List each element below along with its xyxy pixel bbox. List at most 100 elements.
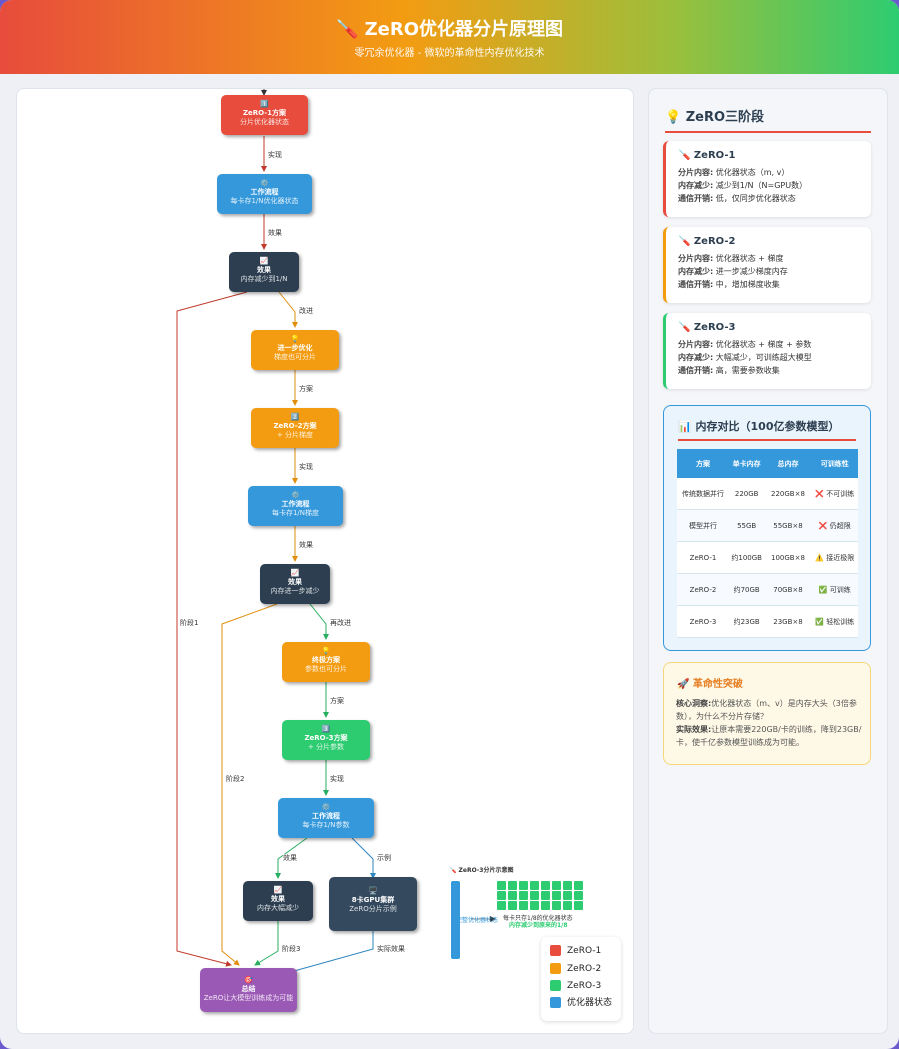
gpu-shard-cell: [497, 881, 506, 890]
illustration-title: 🪛 ZeRO-3分片示意图: [449, 867, 514, 874]
gpu-shard-cell: [574, 901, 583, 910]
table-cell: ZeRO-1: [677, 541, 729, 574]
node-eff3[interactable]: 📈 效果 内存大幅减少: [243, 881, 313, 921]
gpu-shard-cell: [519, 891, 528, 900]
node-gpu-sub: ZeRO分片示例: [349, 905, 397, 913]
table-cell: 传统数据并行: [677, 478, 729, 510]
node-work3[interactable]: ⚙️ 工作流程 每卡存1/N参数: [278, 798, 374, 838]
table-cell: 70GB×8: [764, 573, 812, 606]
computer-icon: 🖥️: [368, 887, 378, 895]
node-opt2-sub: 梯度也可分片: [274, 353, 316, 361]
gpu-shard-cell: [519, 881, 528, 890]
node-eff3-sub: 内存大幅减少: [257, 904, 299, 912]
table-header-row: 方案 单卡内存 总内存 可训练性: [677, 449, 858, 478]
gpu-shard-cell: [552, 881, 561, 890]
insight-key: 核心洞察:: [676, 699, 712, 708]
target-icon: 🎯: [244, 976, 253, 984]
table-cell: ZeRO-2: [677, 573, 729, 606]
table-header: 总内存: [764, 449, 812, 478]
gpu-shard-cell: [552, 901, 561, 910]
table-cell: 100GB×8: [764, 541, 812, 574]
table-cell: ZeRO-3: [677, 605, 729, 638]
node-work1-sub: 每卡存1/N优化器状态: [230, 197, 299, 205]
node-eff3-title: 效果: [271, 895, 285, 903]
table-cell: ✅ 轻松训练: [811, 605, 858, 638]
edge-label-plan3: 方案: [330, 697, 344, 706]
table-cell: 220GB×8: [764, 478, 812, 510]
stage-name: 🪛 ZeRO-2: [678, 236, 736, 247]
gear-icon: ⚙️: [260, 179, 269, 187]
edge-work3-eff3: [275, 837, 308, 879]
stage-comm-row: 通信开销: 低，仅同步优化器状态: [678, 194, 796, 203]
table-cell: 约70GB: [728, 573, 765, 606]
stage-card-zero1: 🪛 ZeRO-1 分片内容: 优化器状态（m, v） 内存减少: 减少到1/N（…: [663, 141, 871, 217]
edge-stage1: [176, 291, 248, 967]
legend-item-optimizer: 优化器状态: [550, 997, 612, 1009]
gpu-shard-cell: [530, 881, 539, 890]
node-zero1-title: ZeRO-1方案: [242, 109, 287, 117]
node-work3-sub: 每卡存1/N参数: [302, 821, 350, 829]
breakthrough-card: 🚀 革命性突破 核心洞察:优化器状态（m、v）是内存大头（3倍参数），为什么不分…: [663, 662, 871, 765]
gpu-shard-cell: [552, 891, 561, 900]
legend-label: ZeRO-1: [567, 946, 602, 956]
edge-label-stage1: 阶段1: [180, 619, 199, 628]
node-eff2-sub: 内存进一步减少: [270, 587, 320, 595]
node-eff1-sub: 内存减少到1/N: [240, 275, 288, 283]
node-final[interactable]: 💡 终极方案 参数也可分片: [282, 642, 370, 682]
node-zero1-sub: 分片优化器状态: [240, 118, 289, 126]
gpu-shard-cell: [508, 881, 517, 890]
node-opt2[interactable]: 💡 进一步优化 梯度也可分片: [251, 330, 339, 370]
table-cell: ❌ 不可训练: [811, 478, 858, 510]
chart-icon: 📈: [290, 569, 300, 577]
edge-label-stage3: 阶段3: [282, 945, 301, 954]
gpu-shard-cell: [563, 901, 572, 910]
legend-label: ZeRO-3: [567, 981, 602, 991]
node-summary-title: 总结: [241, 985, 256, 993]
node-zero3-sub: + 分片参数: [307, 743, 345, 751]
node-gpu-title: 8卡GPU集群: [351, 896, 395, 904]
legend-item-zero1: ZeRO-1: [550, 945, 601, 957]
node-summary[interactable]: 🎯 总结 ZeRO让大模型训练成为可能: [200, 968, 297, 1012]
gpu-shard-cell: [541, 891, 550, 900]
illustration-line1: 每卡只存1/8的优化器状态: [503, 915, 573, 922]
table-cell: 55GB: [728, 509, 765, 542]
table-cell: 23GB×8: [764, 605, 812, 638]
gpu-shard-cell: [508, 901, 517, 910]
node-gpu[interactable]: 🖥️ 8卡GPU集群 ZeRO分片示例: [329, 877, 417, 931]
node-work1[interactable]: ⚙️ 工作流程 每卡存1/N优化器状态: [217, 174, 312, 214]
gpu-shard-cell: [508, 891, 517, 900]
node-final-sub: 参数也可分片: [305, 665, 347, 673]
effect-text: 让原本需要220GB/卡的训练，降到23GB/卡，使千亿参数模型训练成为可能。: [676, 725, 862, 747]
node-zero2[interactable]: 2️⃣ ZeRO-2方案 + 分片梯度: [251, 408, 339, 448]
node-eff2[interactable]: 📈 效果 内存进一步减少: [260, 564, 330, 604]
edge-stage3: [254, 921, 279, 966]
illustration-line2: 内存减少到原来的1/8: [509, 922, 568, 929]
legend-swatch: [550, 980, 561, 991]
page-subtitle: 零冗余优化器 - 微软的革命性内存优化技术: [354, 48, 545, 59]
gear-icon: ⚙️: [321, 803, 331, 811]
gpu-shard-cell: [563, 881, 572, 890]
gear-icon: ⚙️: [291, 491, 300, 499]
legend-swatch: [550, 945, 561, 956]
table-cell: 55GB×8: [764, 509, 812, 542]
node-zero1[interactable]: 1️⃣ ZeRO-1方案 分片优化器状态: [221, 95, 308, 135]
chart-icon: 📈: [259, 257, 269, 265]
edge-work3-gpu: [351, 837, 376, 879]
edge-label-plan2: 方案: [299, 385, 313, 394]
edge-label-effect1: 效果: [268, 229, 282, 238]
stage-comm-row: 通信开销: 中，增加梯度收集: [678, 280, 780, 289]
node-eff1[interactable]: 📈 效果 内存减少到1/N: [229, 252, 299, 292]
page-title: 🪛 ZeRO优化器分片原理图: [335, 19, 564, 40]
node-work2[interactable]: ⚙️ 工作流程 每卡存1/N梯度: [248, 486, 343, 526]
table-row: ZeRO-3 约23GB 23GB×8 ✅ 轻松训练: [677, 605, 858, 638]
edge-label-impl3: 实现: [330, 775, 344, 784]
table-cell: ✅ 可训练: [811, 573, 858, 606]
legend-swatch: [550, 963, 561, 974]
gpu-shard-cell: [574, 881, 583, 890]
node-eff2-title: 效果: [288, 578, 302, 586]
gpu-shard-cell: [497, 891, 506, 900]
node-work1-title: 工作流程: [250, 188, 279, 196]
node-zero3[interactable]: 3️⃣ ZeRO-3方案 + 分片参数: [282, 720, 370, 760]
legend-item-zero3: ZeRO-3: [550, 980, 601, 992]
table-cell: 220GB: [728, 478, 765, 510]
